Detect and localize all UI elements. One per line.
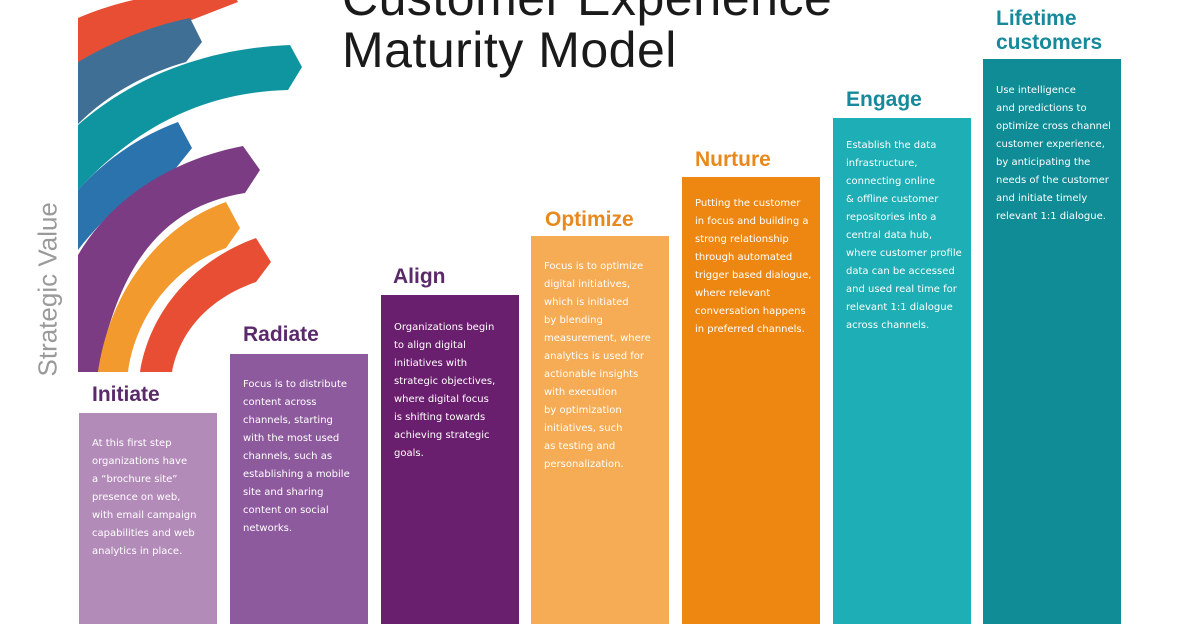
stage-text-nurture: Putting the customer in focus and buildi… bbox=[695, 198, 812, 335]
stage-bar-optimize: Focus is to optimize digital initiatives… bbox=[531, 236, 669, 624]
stage-title-initiate: Initiate bbox=[92, 383, 160, 406]
title-line-1: Customer Experience bbox=[342, 0, 902, 24]
decorative-arcs bbox=[78, 0, 302, 372]
stage-title-engage: Engage bbox=[846, 88, 922, 111]
arc-teal bbox=[78, 45, 302, 190]
stage-text-radiate: Focus is to distribute content across ch… bbox=[243, 379, 350, 534]
title-line-2: Maturity Model bbox=[342, 22, 677, 78]
stage-text-engage: Establish the data infrastructure, conne… bbox=[846, 140, 962, 331]
arc-purple bbox=[78, 146, 260, 372]
stage-bar-nurture: Putting the customer in focus and buildi… bbox=[682, 177, 820, 624]
stage-title-lifetime-customers: Lifetime customers bbox=[996, 7, 1103, 54]
arc-orange bbox=[98, 202, 240, 372]
stage-bar-align: Organizations begin to align digital ini… bbox=[381, 295, 519, 624]
stage-text-initiate: At this first step organizations have a … bbox=[92, 438, 197, 557]
stage-title-radiate: Radiate bbox=[243, 323, 319, 346]
stage-text-lifetime-customers: Use intelligence and predictions to opti… bbox=[996, 85, 1111, 222]
stage-title-align: Align bbox=[393, 265, 446, 288]
stage-bar-initiate: At this first step organizations have a … bbox=[79, 413, 217, 624]
stage-title-optimize: Optimize bbox=[545, 208, 634, 231]
stage-text-align: Organizations begin to align digital ini… bbox=[394, 322, 496, 459]
stage-text-optimize: Focus is to optimize digital initiatives… bbox=[544, 261, 651, 470]
stage-bar-engage: Establish the data infrastructure, conne… bbox=[833, 118, 971, 624]
y-axis-label: Strategic Value bbox=[32, 202, 63, 377]
stage-bar-lifetime-customers: Use intelligence and predictions to opti… bbox=[983, 59, 1121, 624]
page-title: Customer Experience Maturity Model bbox=[342, 0, 902, 76]
stage-title-nurture: Nurture bbox=[695, 148, 771, 171]
arc-blue bbox=[78, 122, 192, 250]
arc-slate bbox=[78, 18, 202, 124]
stage-bar-radiate: Focus is to distribute content across ch… bbox=[230, 354, 368, 624]
arc-red-bottom bbox=[140, 238, 271, 372]
